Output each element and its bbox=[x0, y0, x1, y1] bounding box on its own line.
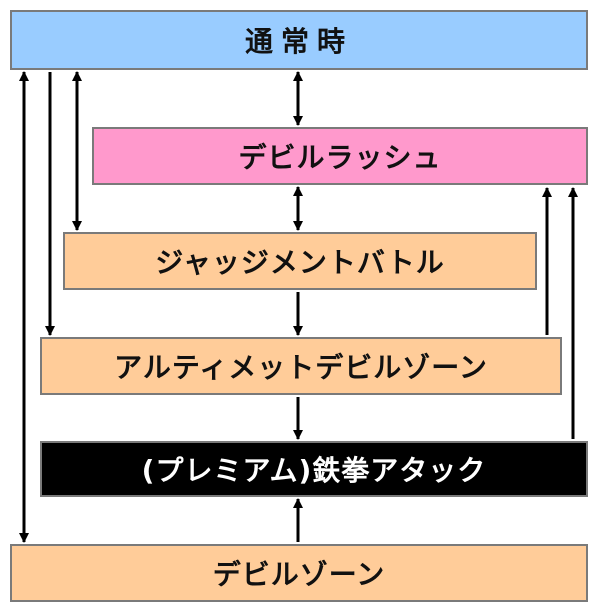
state-premium-attack-label: (プレミアム)鉄拳アタック bbox=[141, 454, 487, 487]
state-devil-rush-label: デビルラッシュ bbox=[238, 141, 442, 174]
state-devil-zone-label: デビルゾーン bbox=[212, 558, 386, 591]
state-premium-attack-box: (プレミアム)鉄拳アタック bbox=[40, 441, 588, 497]
state-normal-label: 通常時 bbox=[244, 25, 353, 58]
state-normal-box: 通常時 bbox=[10, 10, 588, 70]
state-ultimate-devil-zone-box: アルティメットデビルゾーン bbox=[40, 337, 562, 395]
state-devil-zone-box: デビルゾーン bbox=[10, 544, 588, 602]
state-devil-rush-box: デビルラッシュ bbox=[92, 127, 588, 185]
state-ultimate-devil-zone-label: アルティメットデビルゾーン bbox=[114, 351, 488, 384]
state-judgment-battle-label: ジャッジメントバトル bbox=[155, 246, 445, 279]
state-judgment-battle-box: ジャッジメントバトル bbox=[63, 232, 537, 290]
